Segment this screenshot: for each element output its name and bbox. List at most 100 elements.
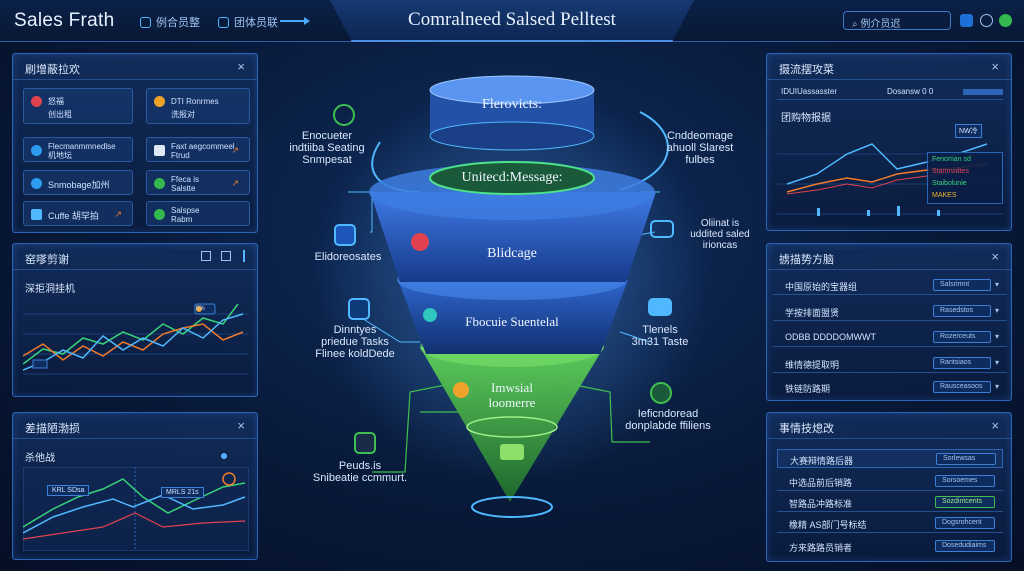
arrow-icon: ↗ (231, 145, 239, 155)
user-icon[interactable] (980, 14, 993, 27)
label-lower-right: Tlenels 3m31 Taste (631, 324, 689, 348)
alert-icon (31, 96, 42, 107)
legend-item: Fenoman sd (932, 156, 971, 163)
chat-icon (650, 220, 674, 238)
panel-title: 摄流摆攻菜 (767, 54, 1011, 80)
label-bottom-left: Peuds.is Snibeatie ccmmurt. (312, 460, 408, 484)
tile-label: 怒福 创出租 (48, 97, 72, 119)
tag-2: MRLS 21s (161, 487, 204, 498)
label-mid-left: Elidoreosates (314, 251, 382, 263)
close-icon[interactable]: × (237, 59, 245, 74)
funnel-stage-2: Unitecd:Message: (461, 170, 563, 185)
phone-icon (140, 16, 151, 28)
search-placeholder: 例介员迟 (860, 19, 901, 30)
left-bottom-panel: 差描陋渤损 × 杀他战 KRL SDsa MRLS 21s (12, 412, 258, 560)
row-label: 大赛辩情路后器 (790, 456, 854, 466)
mail-icon (31, 209, 42, 220)
tablet-icon (648, 298, 672, 316)
label-top-left: Enocueter indtiiba Seating Snmpesat (289, 130, 365, 166)
search-input[interactable]: ⌕ 例介员迟 (843, 11, 951, 30)
channel-tile-8[interactable]: Salspse Rabm (146, 201, 250, 226)
chevron-down-icon[interactable]: ▾ (994, 382, 999, 391)
list-row[interactable]: 中选品前后销路 Sorsoemes (777, 472, 1003, 491)
mail-icon (154, 145, 165, 156)
panel-title: 差描陋渤损 (13, 413, 257, 439)
wechat-icon (650, 382, 672, 404)
panel-title: 窑嗲剪谢 (13, 244, 257, 270)
nav-item-2[interactable]: 团体员联 (218, 14, 278, 30)
whatsapp-icon[interactable] (999, 14, 1012, 27)
chart-legend: Fenoman sd Stamrvidtes Staibolunie MAKES (927, 152, 1003, 204)
row-label: 中国原始的宝器组 (785, 282, 858, 292)
mini-badge: NW冷 (955, 124, 982, 138)
list-row[interactable]: ODBB DDDDOMWWT Rozerceuts ▾ (773, 328, 1007, 347)
nav-item-1[interactable]: 例合员整 (140, 14, 200, 30)
row-label: 学按排面盟贤 (785, 308, 840, 318)
row-value: Sorlewsas (936, 453, 996, 465)
legend-item: Staibolunie (932, 180, 967, 187)
list-row[interactable]: 维情德提取明 Rantsiaos ▾ (773, 354, 1007, 373)
close-icon[interactable]: × (991, 249, 999, 264)
channel-tile-3[interactable]: Flecmanmmnedlse 机地坛 (23, 137, 133, 162)
list-row[interactable]: 方来路路员销者 Dosedudiaims (777, 537, 1003, 556)
row-value: Salsrimnt (933, 279, 991, 291)
label-lower-left: Dinntyes priedue Tasks Flinee koldDede (315, 324, 395, 360)
title-tab (330, 0, 694, 42)
bars-icon[interactable] (201, 251, 211, 261)
channel-tile-2[interactable]: DTI Ronrmes 洗报对 (146, 88, 250, 124)
tile-label: Flecmanmmnedlse 机地坛 (48, 142, 116, 160)
search-icon: ⌕ (852, 19, 861, 30)
channel-tile-4[interactable]: Faxt aegcommeel Ftrud ↗ (146, 137, 250, 162)
row-value: Rantsiaos (933, 357, 991, 369)
app-brand: Sales Frath (14, 10, 115, 31)
funnel-stage-4: Fbocuie Suentelal (465, 314, 559, 329)
row-value: Dogsrohcent (935, 517, 995, 529)
tile-label: Ffeca is Salstte (171, 175, 200, 193)
range-slider[interactable] (963, 89, 1003, 95)
top-bar: Sales Frath 例合员整 团体员联 Comralneed Salsed … (0, 0, 1024, 42)
list-row[interactable]: 学按排面盟贤 Rasedstos ▾ (773, 302, 1007, 321)
list-row[interactable]: 中国原始的宝器组 Salsrimnt ▾ (773, 276, 1007, 295)
channel-tile-5[interactable]: Snmobage加州 (23, 170, 133, 195)
phone-icon (334, 224, 356, 246)
list-row[interactable]: 大赛辩情路后器 Sorlewsas (777, 449, 1003, 468)
row-label: 方来路路员销者 (789, 543, 853, 553)
row-label: 智路品冲路标准 (789, 499, 853, 509)
right-bottom-panel: 事情技熄改 × 大赛辩情路后器 Sorlewsas 中选品前后销路 Sorsoe… (766, 412, 1012, 562)
legend-item: Stamrvidtes (932, 168, 969, 175)
row-label: 维情德提取明 (785, 360, 840, 370)
chevron-down-icon[interactable]: ▾ (994, 332, 999, 341)
channel-tile-1[interactable]: 怒福 创出租 (23, 88, 133, 124)
chart-header-controls[interactable]: Dosansw 0 0 (887, 87, 934, 96)
close-icon[interactable]: × (237, 418, 245, 433)
chevron-down-icon[interactable]: ▾ (994, 280, 999, 289)
list-row[interactable]: 橡精 AS部门号标结 Dogsrohcent (777, 514, 1003, 533)
close-icon[interactable]: × (991, 59, 999, 74)
chart-header-label: IDUIUassasster (781, 87, 838, 96)
whatsapp-icon (333, 104, 355, 126)
left-mid-panel: 窑嗲剪谢 深拒洞挂机 5% (12, 243, 258, 397)
tag-1: KRL SDsa (47, 485, 90, 496)
row-value: Sorsoemes (935, 475, 995, 487)
more-icon[interactable] (243, 250, 245, 262)
tile-label: Snmobage加州 (48, 180, 110, 190)
screen-icon[interactable] (960, 14, 973, 27)
legend-item: MAKES (932, 192, 957, 199)
list-row[interactable]: 铁链防路期 Rausceasoos ▾ (773, 378, 1007, 397)
copy-icon[interactable] (221, 251, 231, 261)
arrow-right-icon (280, 17, 310, 25)
list-row[interactable]: 智路品冲路标准 Sozdintcents (777, 493, 1003, 512)
close-icon[interactable]: × (991, 418, 999, 433)
row-value: Rausceasoos (933, 381, 991, 393)
channel-tile-6[interactable]: Ffeca is Salstte ↗ (146, 170, 250, 195)
arrow-icon: ↗ (231, 178, 239, 188)
tile-label: Cuffe 胡罕拍 (48, 211, 99, 221)
funnel-stage-3: Blidcage (487, 246, 537, 261)
arrow-icon: ↗ (114, 209, 122, 219)
channel-tile-7[interactable]: Cuffe 胡罕拍 ↗ (23, 201, 133, 226)
label-mid-right: Oliinat is uddited saled irioncas (690, 218, 750, 251)
chevron-down-icon[interactable]: ▾ (994, 358, 999, 367)
row-label: 中选品前后销路 (789, 478, 853, 488)
chevron-down-icon[interactable]: ▾ (994, 306, 999, 315)
right-mid-panel: 掳描势方脑 × 中国原始的宝器组 Salsrimnt ▾ 学按排面盟贤 Rase… (766, 243, 1012, 401)
